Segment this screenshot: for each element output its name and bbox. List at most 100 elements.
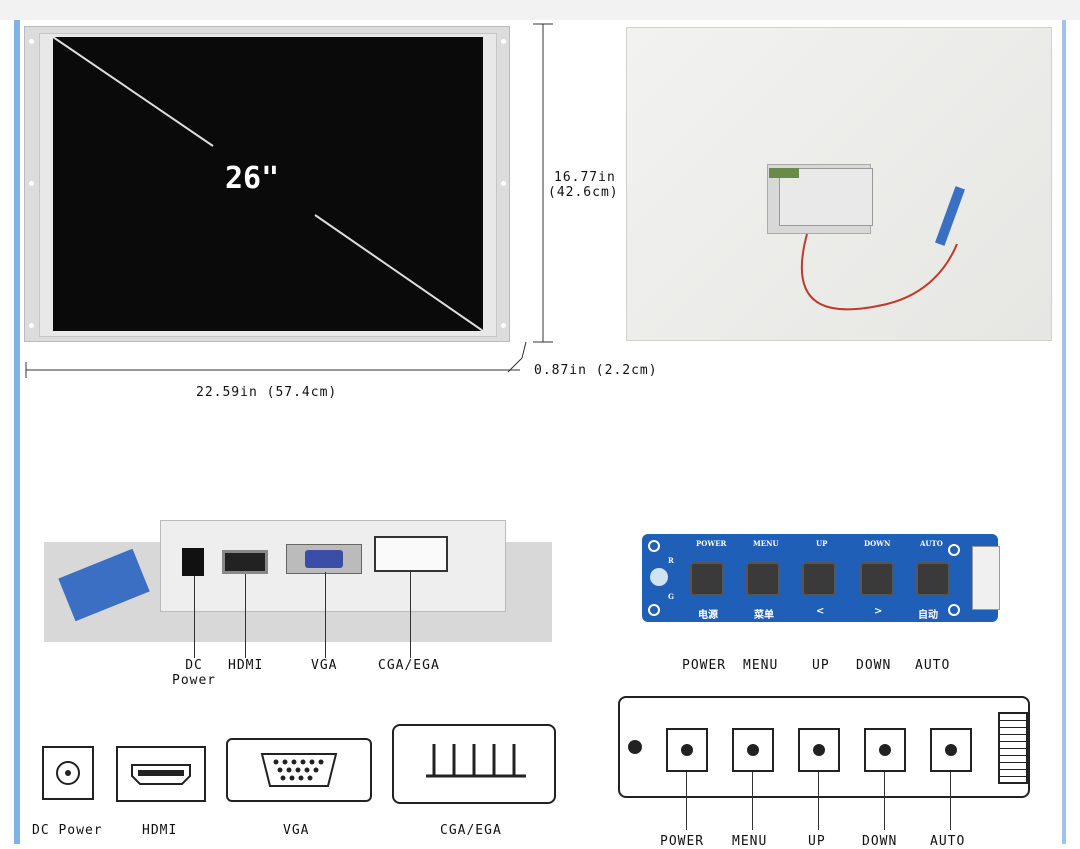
leader-line	[325, 572, 326, 658]
vga-port	[286, 544, 362, 574]
leader-line	[818, 772, 819, 830]
dc-jack	[182, 548, 204, 576]
board-caption-up: UP	[812, 658, 830, 673]
pcb-hole	[648, 604, 660, 616]
leader-line	[194, 576, 195, 658]
dc-port-diagram	[42, 746, 94, 800]
mount-hole	[29, 39, 34, 44]
screen-diagonal	[53, 37, 483, 331]
pcb-button-up[interactable]	[802, 562, 836, 596]
switch-label-menu: MENU	[732, 834, 768, 849]
diagram-label-hdmi: HDMI	[142, 823, 178, 838]
control-board: R G POWER MENU UP DOWN AUTO 电源 菜单 < > 自动	[642, 534, 1000, 622]
monitor-back	[626, 27, 1052, 341]
switch-dot	[945, 744, 957, 756]
pcb-hole	[948, 604, 960, 616]
pcb-cn-auto: 自动	[918, 610, 938, 621]
led-letter-g: G	[668, 592, 674, 601]
port-label-dc: DC Power	[172, 658, 216, 688]
switch-dot	[681, 744, 693, 756]
hdmi-shape	[131, 764, 191, 785]
switch-up[interactable]	[798, 728, 840, 772]
switch-label-down: DOWN	[862, 834, 898, 849]
switch-auto[interactable]	[930, 728, 972, 772]
switch-label-power: POWER	[660, 834, 705, 849]
width-dimension: 22.59in (57.4cm)	[196, 385, 338, 400]
pcb-button-auto[interactable]	[916, 562, 950, 596]
dc-port-ring	[56, 761, 80, 785]
pcb-cn-down: >	[874, 606, 883, 617]
pcb-label-power: POWER	[696, 539, 727, 548]
ports-photo	[44, 520, 552, 642]
pcb-button-menu[interactable]	[746, 562, 780, 596]
right-edge	[1062, 20, 1066, 844]
pcb-label-menu: MENU	[753, 539, 779, 548]
led-letter-r: R	[668, 556, 674, 565]
monitor-screen: 26"	[53, 37, 483, 331]
pcb-label-down: DOWN	[864, 539, 891, 548]
height-dimension-line1: 16.77in	[554, 170, 616, 185]
depth-dimension: 0.87in (2.2cm)	[534, 363, 658, 378]
mount-hole	[501, 181, 506, 186]
leader-line	[686, 772, 687, 830]
pcb-cn-menu: 菜单	[754, 610, 774, 621]
led-indicator	[650, 568, 668, 586]
leader-line	[752, 772, 753, 830]
board-caption-power: POWER	[682, 658, 727, 673]
switch-down[interactable]	[864, 728, 906, 772]
pcb-button-down[interactable]	[860, 562, 894, 596]
hdmi-port	[222, 550, 268, 574]
switch-dot	[747, 744, 759, 756]
switch-menu[interactable]	[732, 728, 774, 772]
switch-power[interactable]	[666, 728, 708, 772]
board-caption-menu: MENU	[743, 658, 779, 673]
mount-hole	[29, 181, 34, 186]
button-board-diagram	[618, 696, 1030, 798]
port-label-vga: VGA	[311, 658, 338, 673]
diagram-label-dc: DC Power	[32, 823, 103, 838]
pcb-cn-power: 电源	[698, 610, 718, 621]
port-label-hdmi: HDMI	[228, 658, 264, 673]
board-caption-auto: AUTO	[915, 658, 951, 673]
port-label-dc-text: DC Power	[172, 658, 217, 688]
dc-port-pin	[65, 770, 71, 776]
vga-port-inner	[305, 550, 343, 568]
diagram-label-vga: VGA	[283, 823, 310, 838]
vga-shape	[260, 753, 338, 787]
driver-board-connector	[769, 168, 799, 178]
cga-shape	[426, 744, 526, 778]
pcb-hole	[948, 544, 960, 556]
back-cable	[800, 186, 965, 311]
board-connector	[998, 712, 1028, 784]
mount-hole	[501, 39, 506, 44]
port-label-cga: CGA/EGA	[378, 658, 440, 673]
cga-connector	[374, 536, 448, 572]
monitor-front: 26"	[24, 26, 510, 342]
switch-label-up: UP	[808, 834, 826, 849]
screen-size-label: 26"	[225, 161, 280, 196]
left-edge	[14, 20, 20, 844]
pcb-label-up: UP	[816, 539, 828, 548]
mount-hole	[29, 323, 34, 328]
board-caption-down: DOWN	[856, 658, 892, 673]
pcb-cn-up: <	[816, 606, 825, 617]
pcb-button-power[interactable]	[690, 562, 724, 596]
leader-line	[950, 772, 951, 830]
cga-port-diagram	[392, 724, 556, 804]
pcb-label-auto: AUTO	[920, 539, 943, 548]
board-hole	[628, 740, 642, 754]
pcb-hole	[648, 540, 660, 552]
leader-line	[410, 570, 411, 658]
leader-line	[245, 574, 246, 658]
switch-dot	[879, 744, 891, 756]
diagram-label-cga: CGA/EGA	[440, 823, 502, 838]
height-dimension-line2: (42.6cm)	[548, 185, 619, 200]
hdmi-port-diagram	[116, 746, 206, 802]
top-bar	[0, 0, 1080, 20]
mount-hole	[501, 323, 506, 328]
pcb-connector	[972, 546, 1000, 610]
leader-line	[884, 772, 885, 830]
switch-dot	[813, 744, 825, 756]
switch-label-auto: AUTO	[930, 834, 966, 849]
vga-port-diagram	[226, 738, 372, 802]
